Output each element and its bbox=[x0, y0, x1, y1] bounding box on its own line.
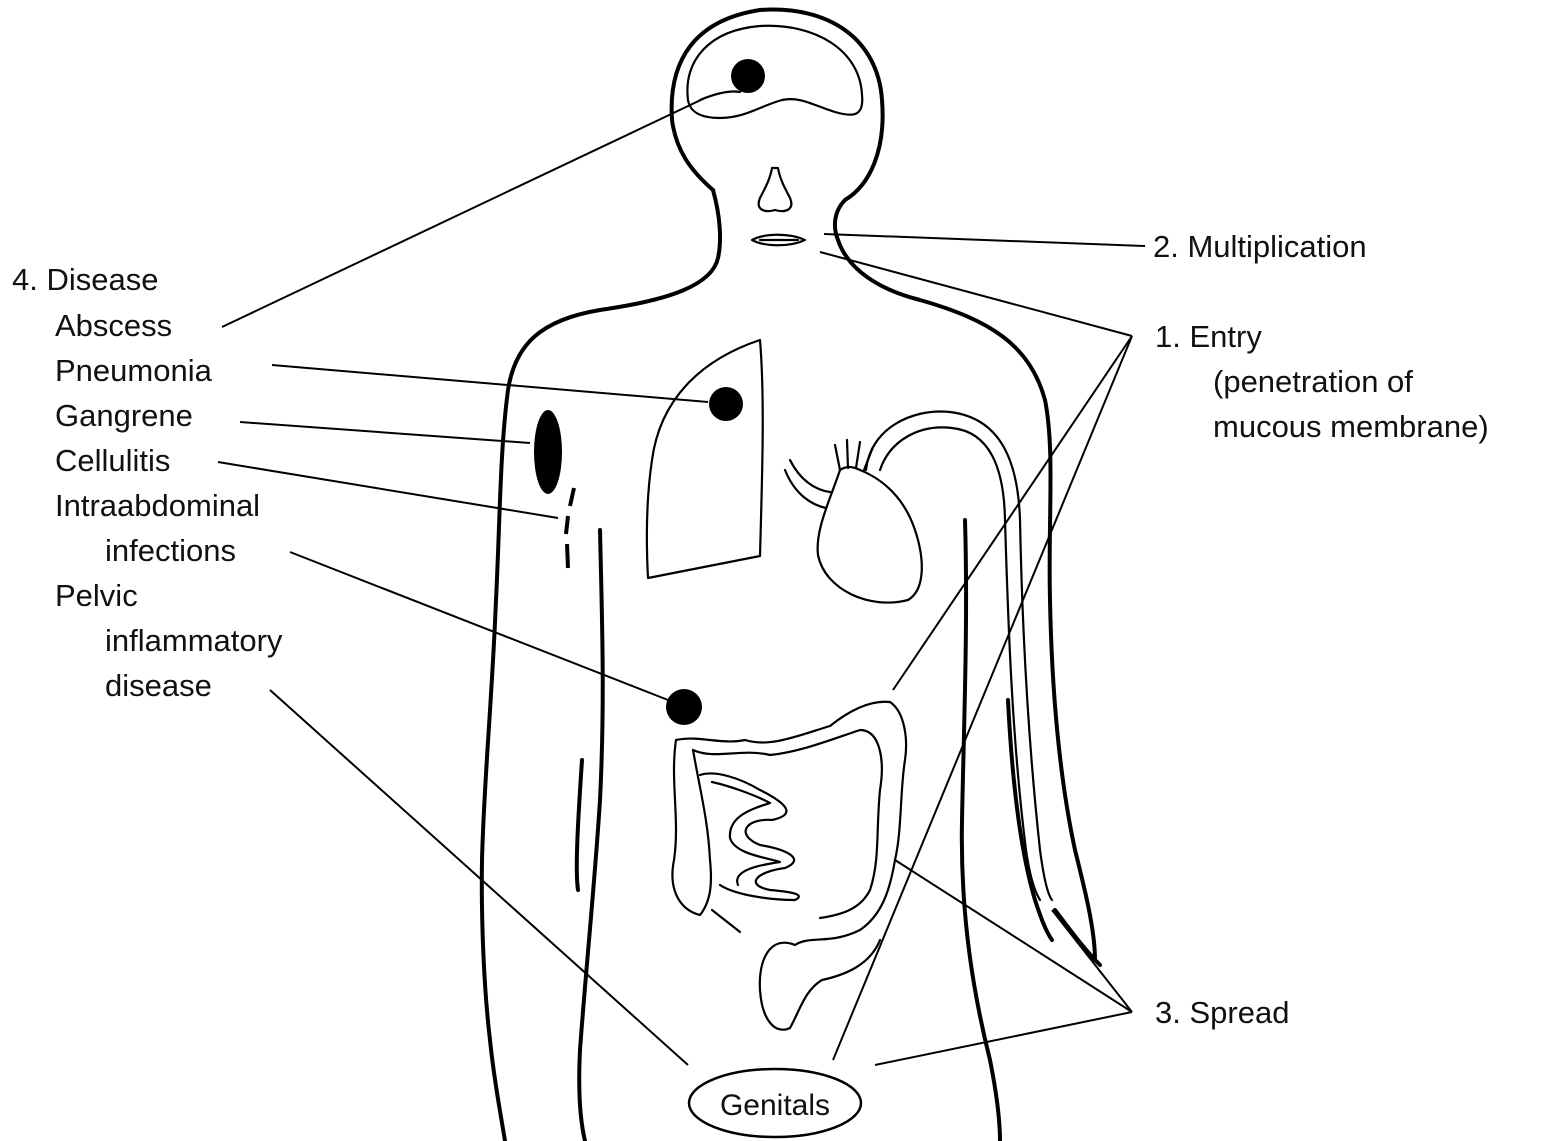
torso-left bbox=[579, 530, 603, 1141]
leader-cellulitis bbox=[218, 462, 558, 518]
colon-inner bbox=[693, 730, 882, 918]
label-entry-detail-1: (penetration of bbox=[1213, 364, 1413, 399]
brain-outline bbox=[687, 26, 862, 118]
heart-vessel-left bbox=[785, 460, 830, 508]
leader-pelvic bbox=[270, 690, 688, 1065]
torso-right bbox=[962, 520, 1000, 1141]
arm-cellulitis-dashes bbox=[566, 488, 574, 568]
abdomen-infection-dot bbox=[666, 689, 702, 725]
disease-label-group: 4. Disease Abscess Pneumonia Gangrene Ce… bbox=[12, 262, 283, 703]
label-entry-detail-2: mucous membrane) bbox=[1213, 409, 1489, 444]
leader-intraabdominal bbox=[290, 552, 668, 700]
label-gangrene: Gangrene bbox=[55, 398, 193, 433]
arm-left-lower bbox=[577, 760, 582, 890]
small-intestine bbox=[700, 773, 799, 900]
heart-body bbox=[818, 467, 922, 603]
colon-left bbox=[672, 740, 711, 915]
disease-heading: 4. Disease bbox=[12, 262, 158, 297]
label-pneumonia: Pneumonia bbox=[55, 353, 213, 388]
leader-entry-mouth bbox=[820, 252, 1132, 336]
heart bbox=[785, 412, 1052, 900]
label-multiplication: 2. Multiplication bbox=[1153, 229, 1367, 264]
leader-spread-colon bbox=[895, 860, 1132, 1012]
leader-abscess bbox=[222, 98, 705, 327]
steps-label-group: 2. Multiplication 1. Entry (penetration … bbox=[1153, 229, 1489, 1030]
lung bbox=[647, 340, 763, 578]
aorta bbox=[866, 412, 1052, 900]
leader-entry-intestine bbox=[893, 336, 1132, 690]
label-abscess: Abscess bbox=[55, 308, 172, 343]
label-infections: infections bbox=[105, 533, 236, 568]
leader-gangrene bbox=[240, 422, 530, 443]
lung-pneumonia-dot bbox=[709, 387, 743, 421]
label-inflammatory: inflammatory bbox=[105, 623, 283, 658]
leader-multiplication bbox=[824, 234, 1145, 246]
label-spread: 3. Spread bbox=[1155, 995, 1289, 1030]
genitals-label: Genitals bbox=[720, 1089, 830, 1122]
leader-pneumonia bbox=[272, 365, 708, 402]
label-disease: disease bbox=[105, 668, 212, 703]
label-cellulitis: Cellulitis bbox=[55, 443, 170, 478]
arm-left-outer bbox=[490, 1040, 505, 1141]
brain-abscess-dot bbox=[731, 59, 765, 93]
brain-fold bbox=[700, 92, 740, 100]
label-entry: 1. Entry bbox=[1155, 319, 1262, 354]
arm-gangrene-mark bbox=[534, 410, 562, 494]
mouth bbox=[752, 235, 805, 246]
label-intraabdominal: Intraabdominal bbox=[55, 488, 260, 523]
label-pelvic: Pelvic bbox=[55, 578, 138, 613]
intestines bbox=[666, 689, 906, 1030]
leader-spread-genitals bbox=[875, 1012, 1132, 1065]
appendix bbox=[712, 910, 740, 932]
nose bbox=[759, 168, 792, 211]
brain bbox=[687, 26, 862, 118]
